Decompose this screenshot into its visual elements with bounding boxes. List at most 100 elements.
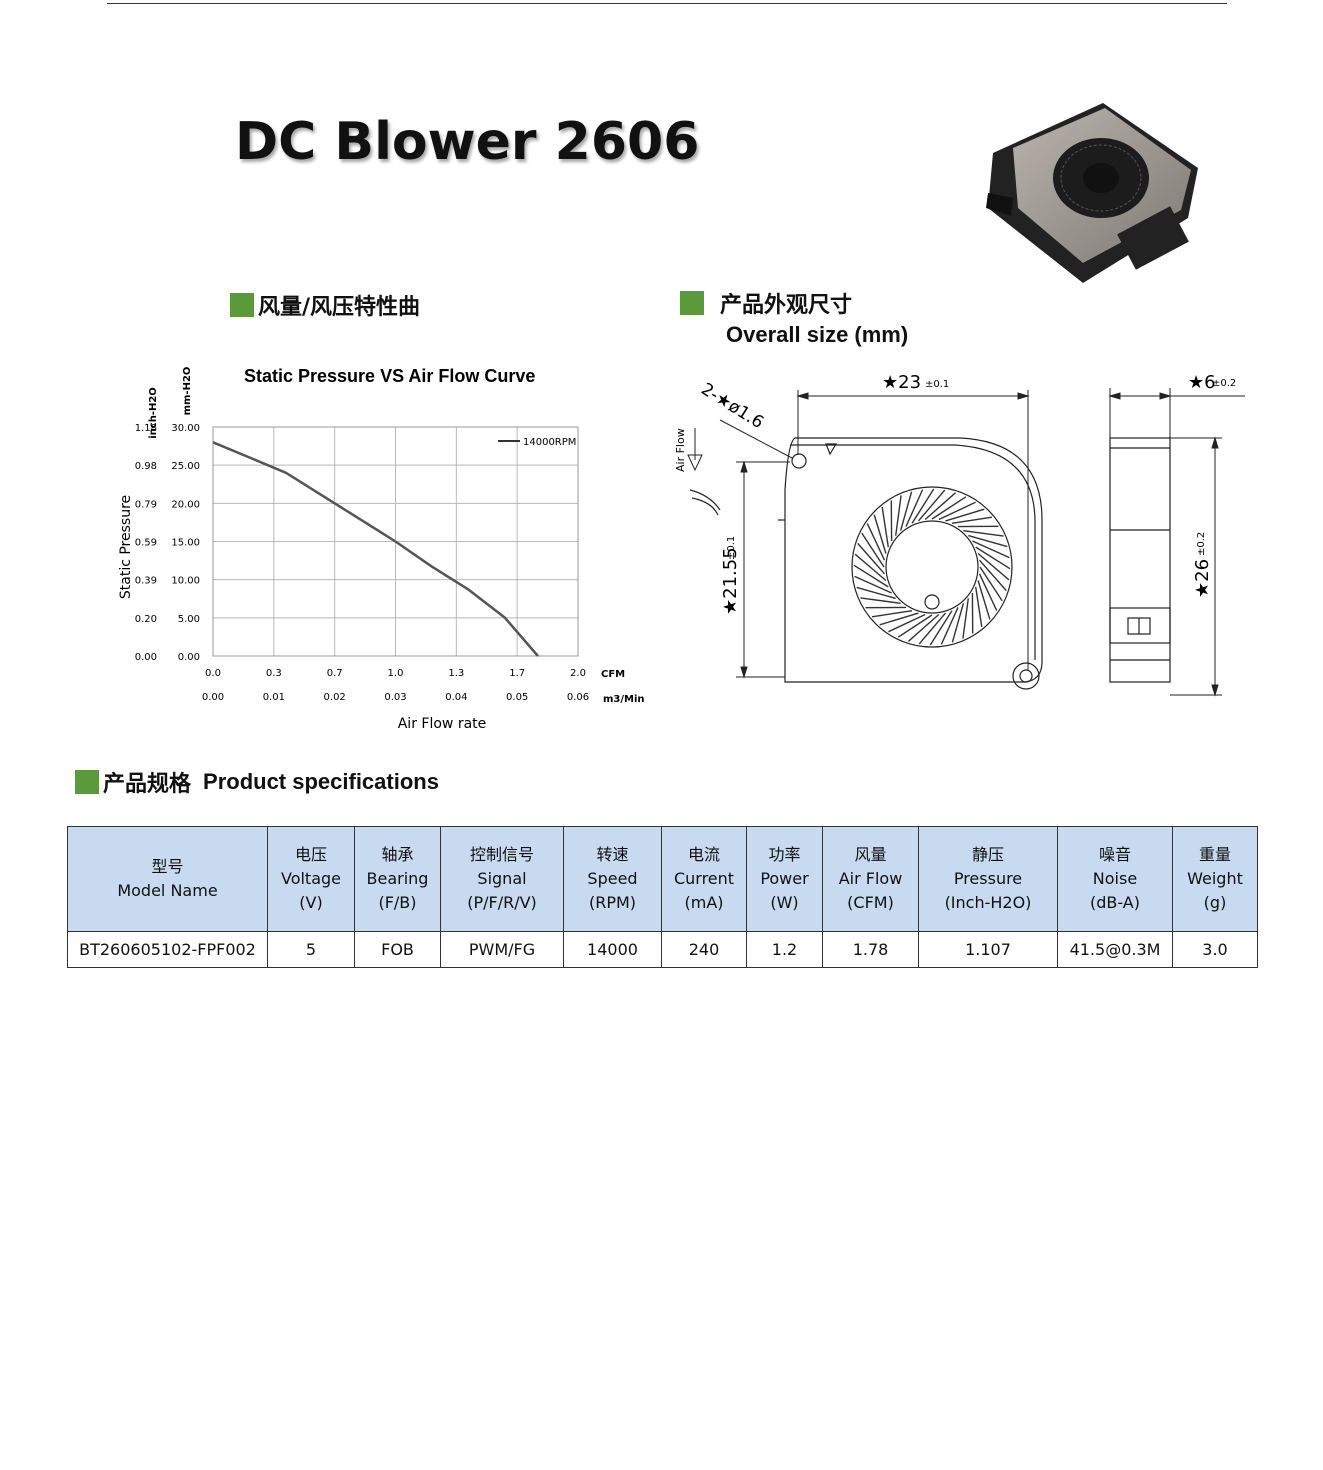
impeller-blade [972,540,1010,559]
dim-width: ★23 [882,372,921,393]
impeller-blade [977,552,1010,581]
x-tick-label-cfm: 2.0 [570,668,586,679]
specs-header-unit: (P/F/R/V) [467,893,537,912]
impeller-blade [977,580,991,620]
green-square-icon [680,291,704,315]
green-square-icon [75,770,99,794]
dimension-drawing: ★23 ±0.1 2-★ø1.6 ★21.55 ±0.1 ★6 ±0.2 ★26… [674,372,1245,697]
specs-header-en: Power [760,869,809,888]
y-tick-label-inch: 0.98 [135,461,157,472]
impeller-blade [929,610,953,646]
legend-label: 14000RPM [523,437,576,448]
table-cell: BT260605102-FPF002 [67,931,268,968]
housing-inner-line [790,444,1036,660]
impeller-blade [871,610,913,618]
impeller-blade [899,491,913,531]
impeller-blade [856,586,896,600]
dim-height: ★21.55 [720,547,741,615]
section-specs-title-cn: 产品规格 [103,772,192,797]
impeller-blade [905,489,924,527]
x-tick-label-cfm: 1.7 [509,668,525,679]
x-tick-label-m3min: 0.04 [445,692,467,703]
impeller-blade [975,546,1011,570]
specs-header-en: Weight [1187,869,1243,888]
table-cell: FOB [354,931,441,968]
dim-width-tol: ±0.1 [925,379,949,390]
specs-header-en: Current [673,869,735,888]
impeller-blade [968,534,1008,548]
y-tick-label-inch: 1.18 [135,423,157,434]
impeller-blade [888,613,926,633]
impeller-hub [885,520,979,614]
x-tick-label-m3min: 0.06 [567,692,589,703]
impeller-blade [931,496,967,520]
table-cell: 240 [661,931,747,968]
impeller-blade [857,542,886,575]
specs-header-en: Air Flow [838,869,903,888]
specs-header-cn: 电压 [294,845,327,864]
pressure-flow-chart: Static Pressure VS Air Flow Curve inch-H… [118,366,645,732]
x-axis-label: Air Flow rate [398,716,487,732]
specs-header-en: Noise [1092,869,1138,888]
specs-header-cn: 风量 [854,845,887,864]
series-line-0 [212,441,539,657]
impeller-blade [879,612,919,626]
x-tick-label-m3min: 0.03 [384,692,406,703]
page-title: DC Blower 2606 [235,112,700,172]
table-cell: 3.0 [1172,931,1258,968]
impeller-blade [945,508,985,522]
side-view-body [1109,437,1171,683]
y-tick-label-mm: 30.00 [171,423,200,434]
specs-header-cn: 电流 [687,845,720,864]
y-tick-label-inch: 0.39 [135,576,157,587]
specs-header-en: Bearing [366,869,429,888]
x-tick-label-cfm: 0.7 [327,668,343,679]
impeller-blade [979,566,1003,602]
impeller-blade [860,597,901,604]
y-tick-label-inch: 0.00 [135,652,157,663]
specs-header-cell: 噪音 Noise (dB-A) [1057,826,1173,932]
section-specs-title-en: Product specifications [203,769,439,794]
table-cell: 41.5@0.3M [1057,931,1173,968]
impeller-blade [938,501,976,521]
specs-header-cn: 转速 [596,845,629,864]
specs-header-unit: (Inch-H2O) [944,893,1032,912]
dim-thickness-tol: ±0.2 [1212,378,1236,389]
specs-header-cell: 重量 Weight (g) [1172,826,1258,932]
impeller-blade [951,603,965,643]
specs-header-unit: (W) [770,893,799,912]
specs-header-cell: 功率 Power (W) [746,826,823,932]
specs-header-cell: 电流 Current (mA) [661,826,747,932]
impeller-blade [897,614,933,638]
specs-header-unit: (RPM) [588,893,637,912]
top-rule [107,3,1227,4]
specs-header-cn: 功率 [768,845,801,864]
impeller-blade [895,495,902,536]
y-tick-label-inch: 0.59 [135,538,157,549]
specs-header-cn: 轴承 [381,845,414,864]
impeller-blade [854,575,892,594]
y-tick-label-mm: 10.00 [171,576,200,587]
specs-header-unit: (g) [1203,893,1227,912]
x-tick-label-cfm: 0.0 [205,668,221,679]
housing-outline [784,437,1043,683]
table-cell: 1.78 [822,931,919,968]
plot-frame [212,426,579,657]
specs-header-en: Speed [587,869,638,888]
section-curve-heading: 风量/风压特性曲 [230,289,420,321]
specs-header-unit: (mA) [684,893,724,912]
specs-header-cn: 噪音 [1098,845,1131,864]
impeller-blade [907,613,940,642]
impeller-blade [853,564,889,588]
section-overall-subtitle: Overall size (mm) [726,322,909,347]
x-tick-label-cfm: 1.3 [448,668,464,679]
section-overall-title: 产品外观尺寸 [720,293,853,318]
specs-header-cn: 重量 [1198,845,1231,864]
section-curve-title: 风量/风压特性曲 [258,295,421,320]
specs-header-en: Model Name [117,881,218,900]
specs-header-unit: (dB-A) [1090,893,1140,912]
y-tick-label-mm: 20.00 [171,499,200,510]
dim-holes: 2-★ø1.6 [697,379,767,433]
